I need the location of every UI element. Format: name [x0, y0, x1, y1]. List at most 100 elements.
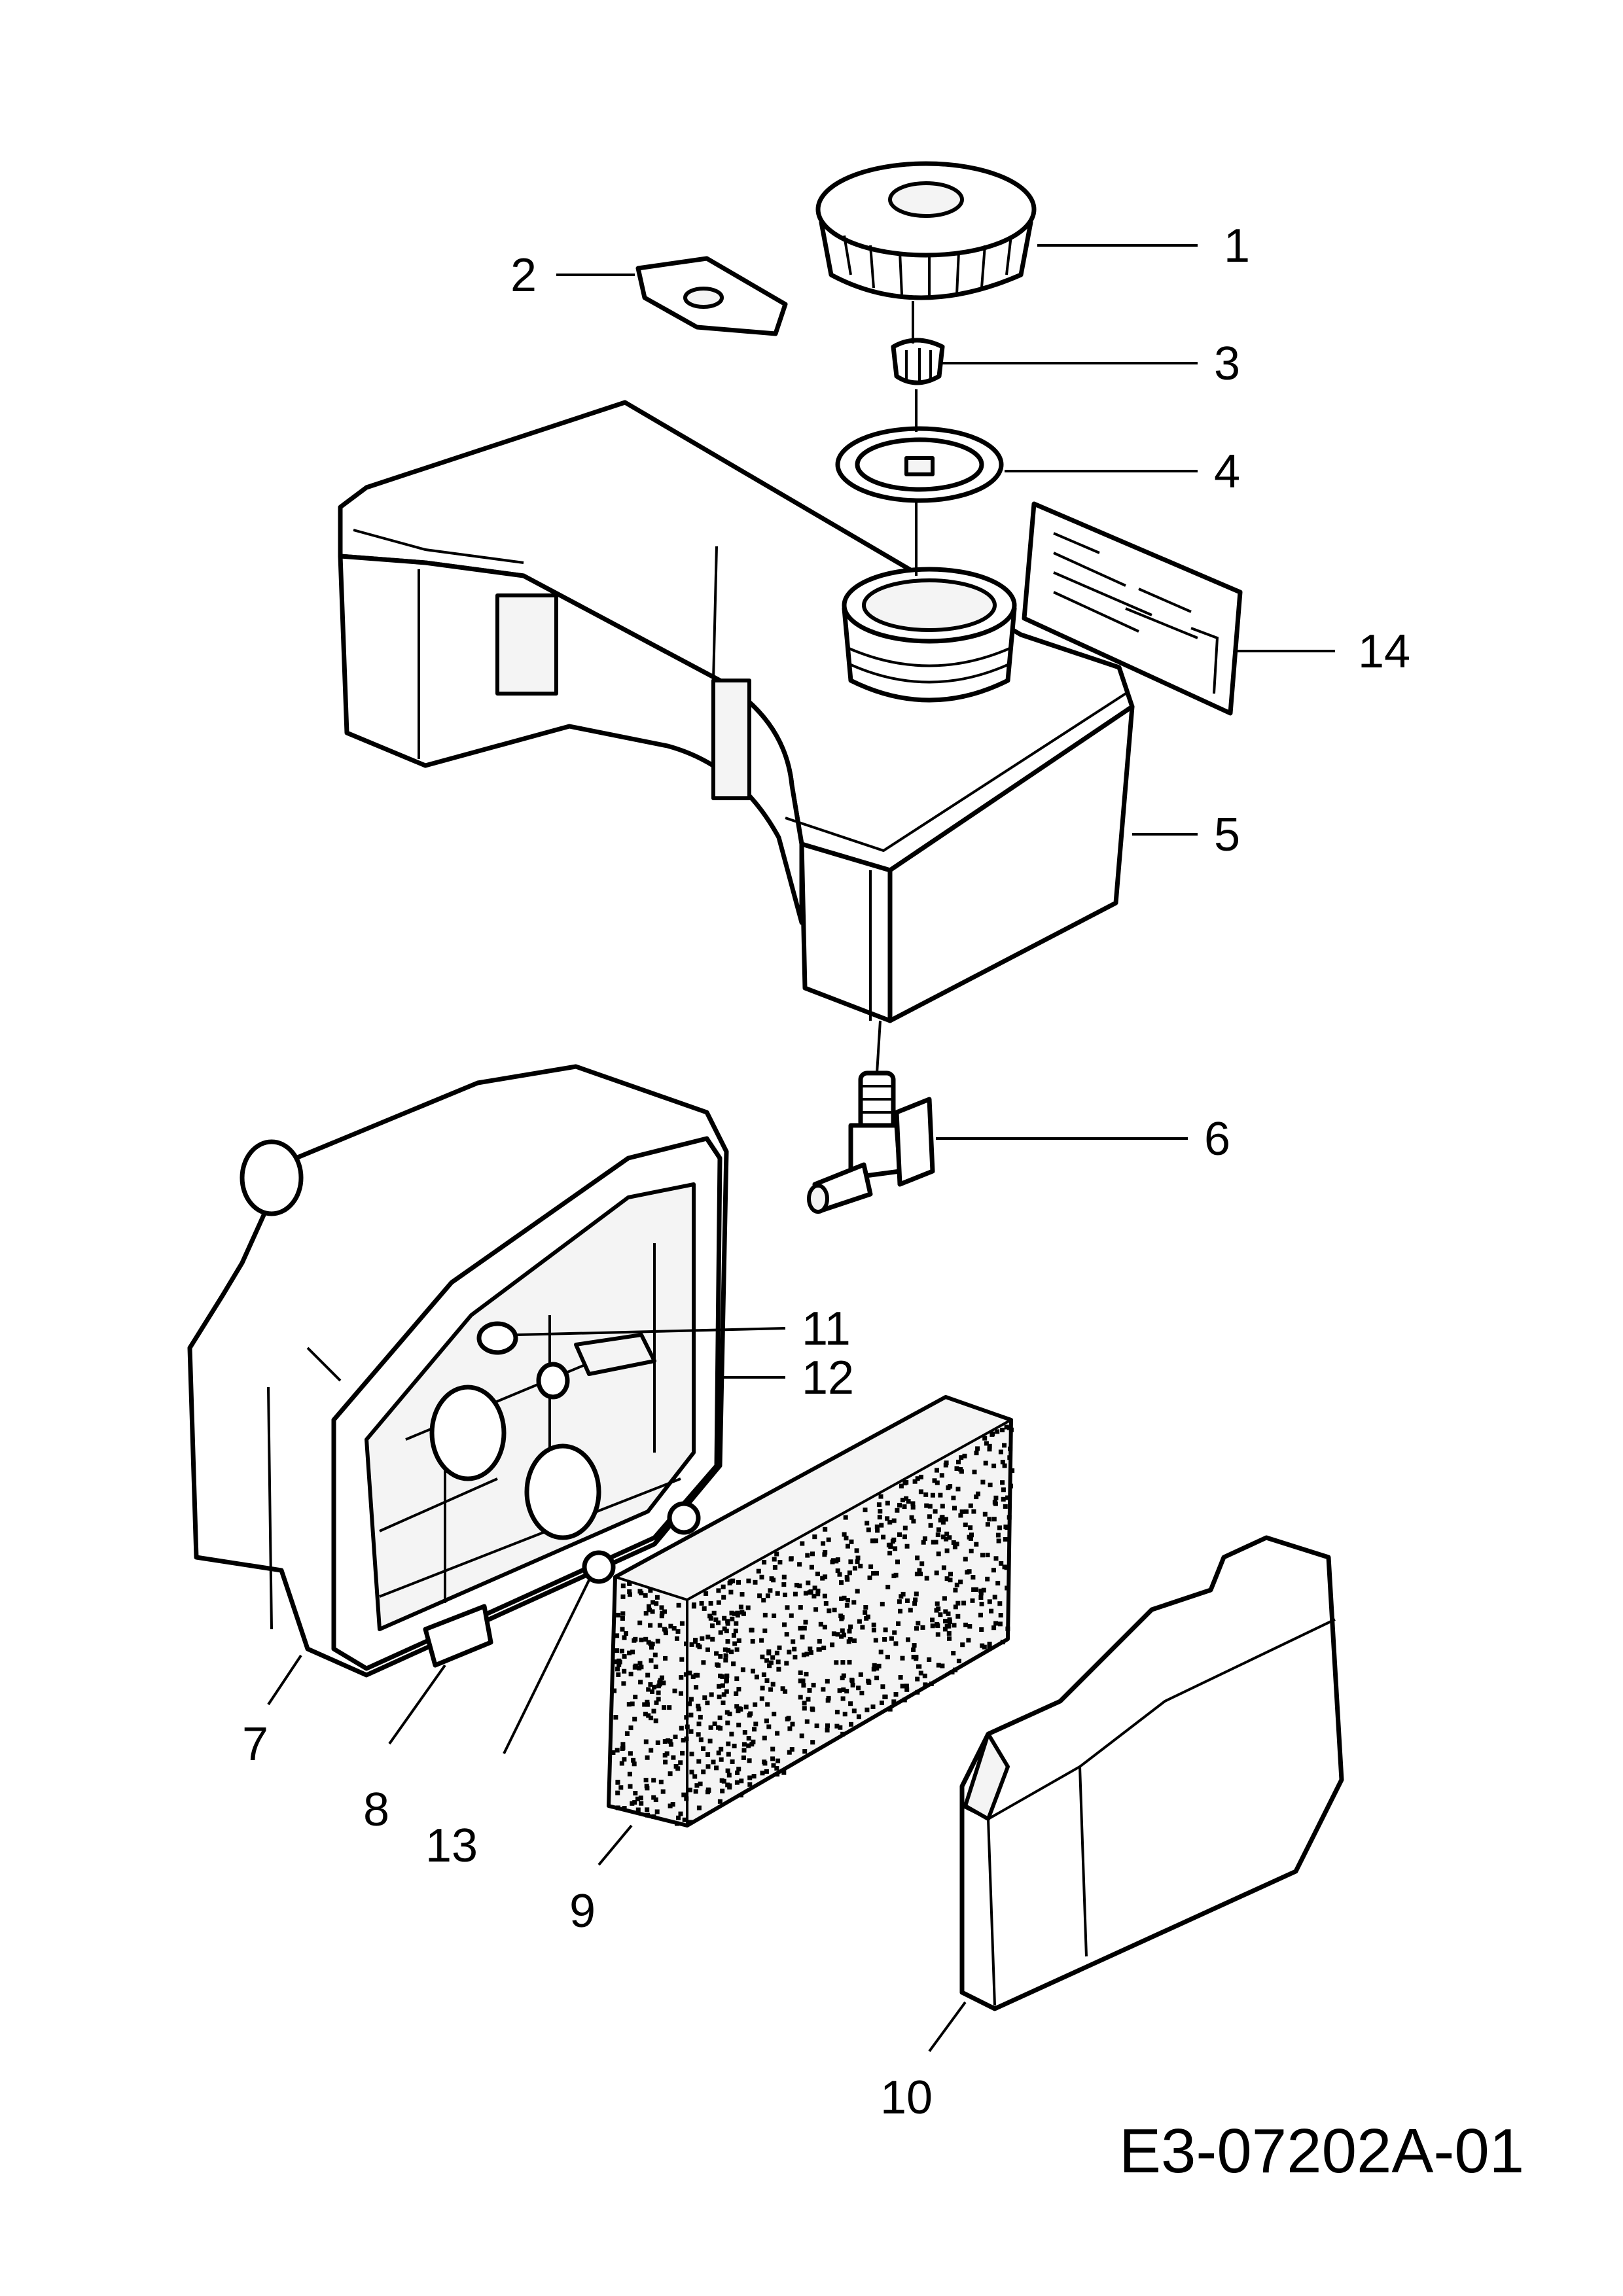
- foam-dot: [776, 1659, 781, 1665]
- foam-dot: [764, 1769, 769, 1774]
- foam-dot: [920, 1625, 925, 1630]
- foam-dot: [726, 1741, 731, 1746]
- foam-dot: [721, 1595, 726, 1600]
- foam-dot: [946, 1611, 951, 1616]
- foam-dot: [775, 1591, 780, 1596]
- foam-dot: [930, 1492, 935, 1498]
- callout-11: 11: [802, 1303, 851, 1355]
- foam-dot: [702, 1695, 707, 1701]
- foam-dot: [847, 1659, 852, 1665]
- foam-dot: [649, 1658, 654, 1663]
- foam-dot: [662, 1739, 668, 1744]
- foam-dot: [656, 1690, 661, 1695]
- foam-dot: [696, 1805, 702, 1810]
- foam-dot: [864, 1616, 869, 1621]
- foam-dot: [783, 1689, 788, 1694]
- foam-dot: [666, 1738, 671, 1743]
- foam-dot: [794, 1583, 799, 1588]
- foam-dot: [940, 1534, 946, 1540]
- foam-dot: [906, 1637, 910, 1642]
- foam-dot: [943, 1609, 948, 1614]
- foam-dot: [624, 1731, 630, 1736]
- foam-dot: [982, 1644, 987, 1650]
- foam-dot: [922, 1673, 927, 1678]
- foam-dot: [728, 1579, 733, 1584]
- foam-dot: [697, 1644, 702, 1650]
- foam-dot: [904, 1687, 910, 1692]
- foam-dot: [804, 1672, 809, 1677]
- foam-dot: [676, 1815, 681, 1820]
- foam-dot: [754, 1674, 759, 1680]
- foam-dot: [736, 1708, 741, 1714]
- foam-dot: [797, 1562, 802, 1567]
- foam-dot: [940, 1504, 945, 1509]
- foam-dot: [759, 1638, 764, 1643]
- foam-dot: [714, 1651, 719, 1656]
- foam-dot: [630, 1701, 635, 1706]
- foam-dot: [831, 1631, 836, 1636]
- foam-dot: [938, 1612, 943, 1617]
- foam-dot: [935, 1468, 939, 1473]
- foam-dot: [675, 1766, 681, 1771]
- foam-dot: [969, 1532, 974, 1538]
- foam-dot: [798, 1605, 803, 1610]
- foam-dot: [627, 1589, 632, 1594]
- foam-dot: [717, 1715, 722, 1720]
- foam-dot: [840, 1696, 846, 1701]
- foam-dot: [792, 1646, 797, 1651]
- foam-dot: [711, 1759, 716, 1765]
- foam-dot: [690, 1674, 696, 1680]
- foam-dot: [917, 1568, 922, 1573]
- foam-dot: [842, 1633, 846, 1638]
- foam-dot: [783, 1593, 787, 1597]
- callout-4: 4: [1214, 446, 1240, 498]
- foam-dot: [991, 1517, 997, 1522]
- foam-dot: [679, 1657, 685, 1662]
- foam-dot: [902, 1534, 907, 1540]
- foam-dot: [729, 1731, 734, 1737]
- foam-dot: [915, 1689, 920, 1695]
- foam-dot: [956, 1459, 961, 1464]
- foam-dot: [1010, 1468, 1015, 1474]
- foam-dot: [912, 1479, 918, 1484]
- foam-dot: [726, 1648, 731, 1653]
- foam-dot: [902, 1504, 907, 1510]
- foam-dot: [735, 1613, 740, 1618]
- foam-dot: [910, 1501, 916, 1506]
- foam-dot: [701, 1746, 705, 1751]
- foam-dot: [936, 1551, 941, 1557]
- foam-dot: [626, 1702, 632, 1707]
- foam-dot: [816, 1647, 821, 1652]
- foam-filter-element: [607, 1395, 1015, 1828]
- foam-dot: [871, 1571, 876, 1576]
- foam-dot: [709, 1623, 715, 1629]
- foam-dot: [780, 1686, 785, 1691]
- foam-dot: [839, 1634, 844, 1639]
- foam-dot: [865, 1707, 870, 1712]
- foam-dot: [911, 1647, 916, 1652]
- callout-1: 1: [1224, 220, 1250, 272]
- foam-dot: [851, 1708, 857, 1714]
- foam-dot: [618, 1785, 624, 1790]
- foam-dot: [797, 1583, 802, 1589]
- foam-dot: [696, 1706, 702, 1712]
- foam-dot: [785, 1716, 790, 1722]
- foam-dot: [951, 1540, 956, 1545]
- foam-dot: [1000, 1428, 1005, 1432]
- foam-dot: [1008, 1446, 1013, 1451]
- foam-dot: [708, 1725, 713, 1730]
- foam-dot: [613, 1659, 618, 1665]
- foam-dot: [762, 1628, 768, 1633]
- foam-dot: [747, 1775, 753, 1780]
- foam-dot: [987, 1642, 992, 1646]
- foam-dot: [708, 1600, 713, 1606]
- foam-dot: [800, 1541, 805, 1546]
- foam-dot: [985, 1553, 990, 1557]
- foam-dot: [839, 1580, 844, 1585]
- foam-dot: [637, 1620, 643, 1625]
- foam-dot: [914, 1655, 919, 1659]
- foam-dot: [847, 1629, 852, 1634]
- foam-dot: [840, 1731, 846, 1737]
- foam-dot: [850, 1682, 855, 1687]
- air-filter-housing: [187, 1064, 729, 1678]
